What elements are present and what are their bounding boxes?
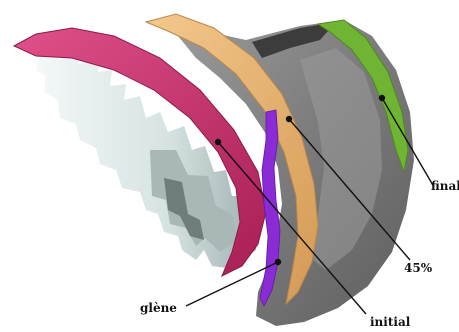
dot-final bbox=[379, 95, 385, 101]
dot-45 bbox=[286, 116, 292, 122]
label-45-percent: 45% bbox=[404, 261, 432, 275]
dot-initial bbox=[215, 139, 221, 145]
label-glene: glène bbox=[140, 301, 177, 315]
label-initial: initial bbox=[370, 315, 410, 329]
dot-glene bbox=[275, 259, 281, 265]
label-final: final bbox=[431, 179, 459, 193]
